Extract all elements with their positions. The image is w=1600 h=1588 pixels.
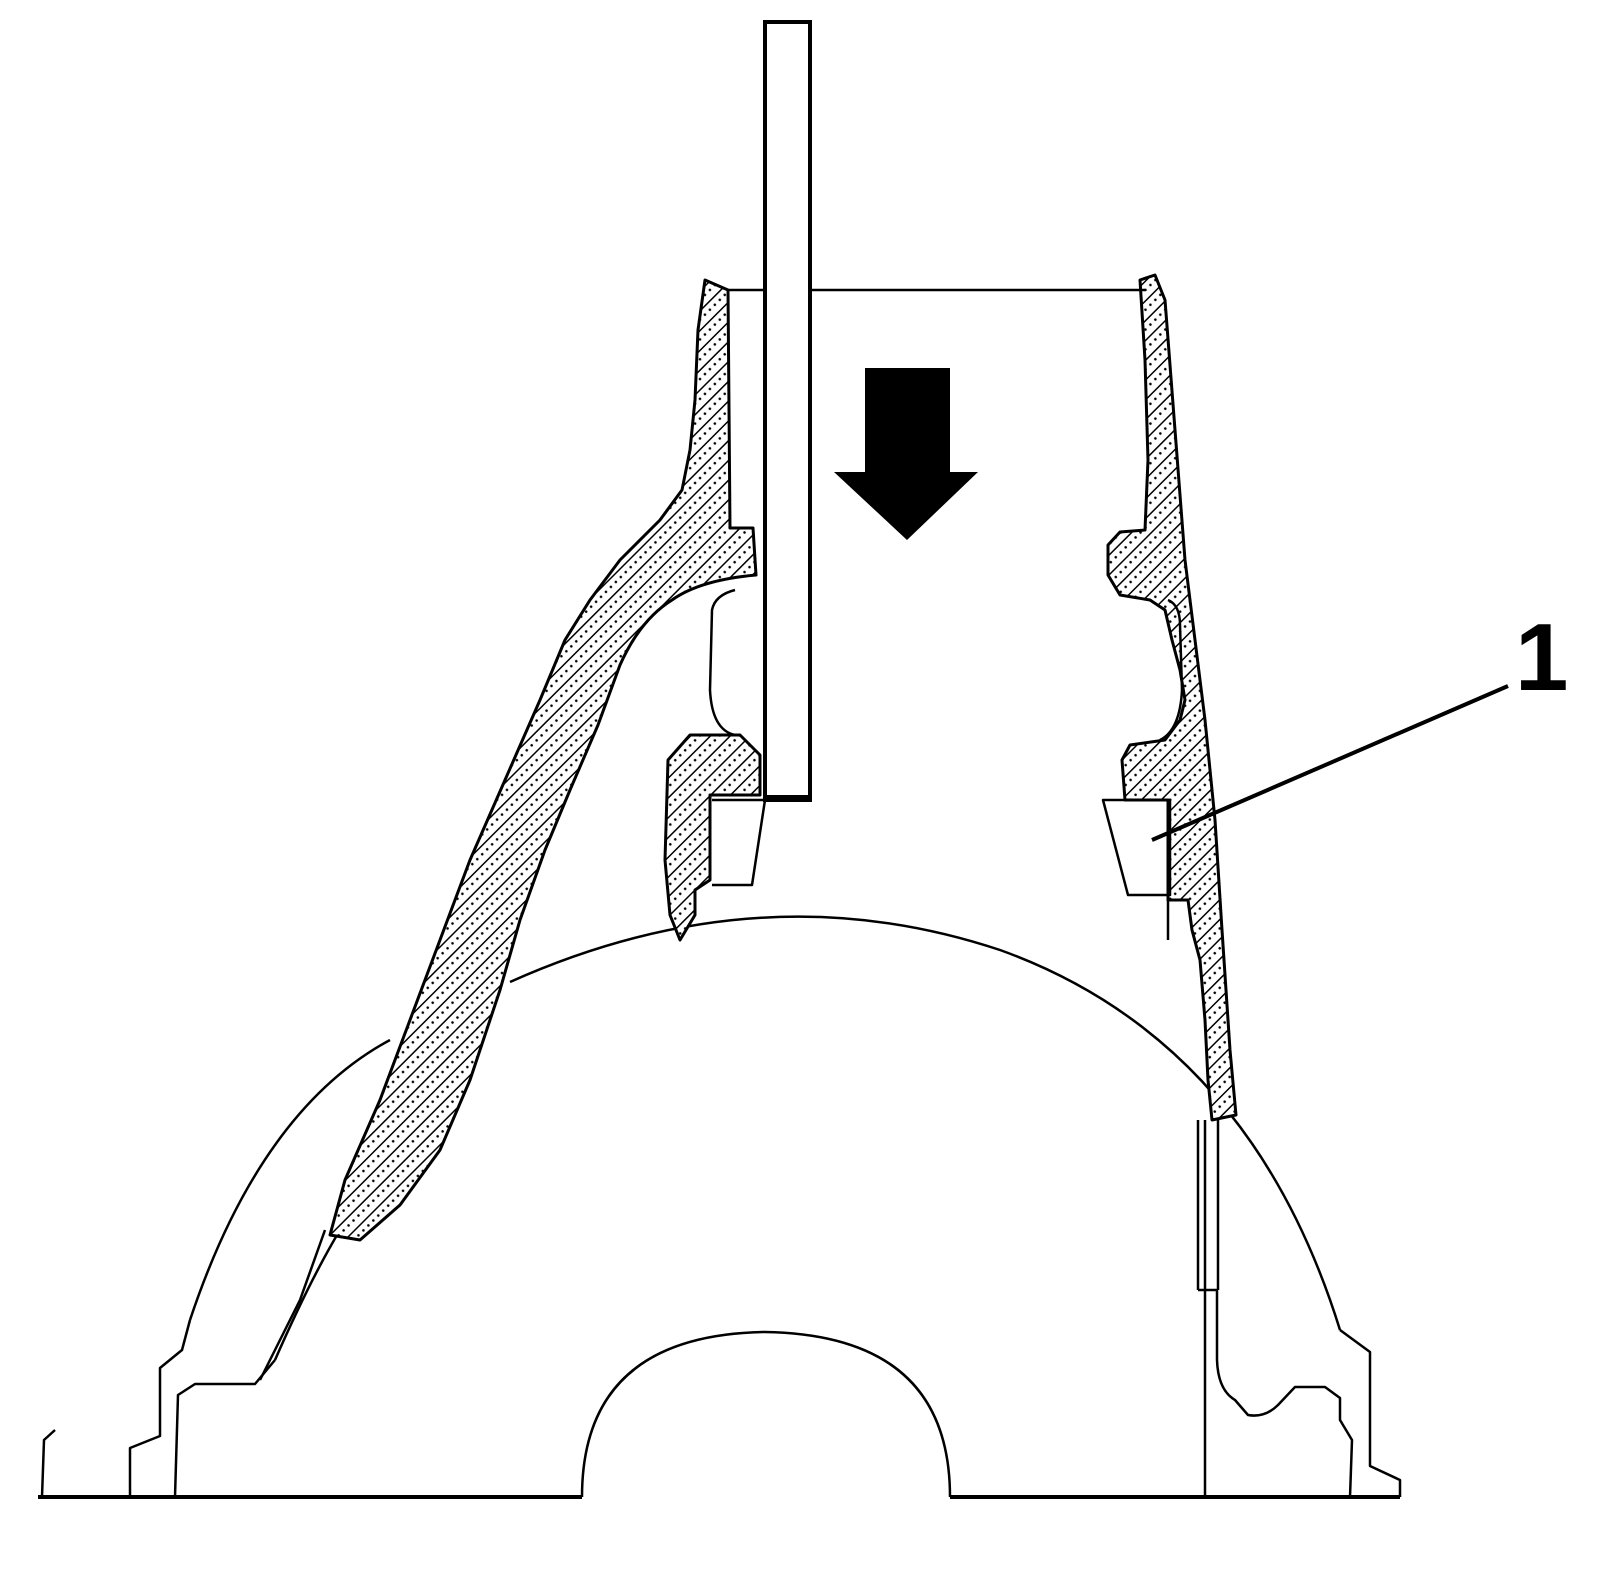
callout-label: 1: [1515, 604, 1568, 711]
arrow-down-icon: [834, 368, 978, 540]
callout-leader: [1151, 684, 1509, 842]
right-wall-section: [1106, 273, 1238, 1122]
left-wall-section: [328, 278, 762, 1242]
press-tool-bar: [763, 20, 812, 802]
seal-ring: [1101, 798, 1172, 897]
housing-outline: [40, 915, 1402, 1498]
